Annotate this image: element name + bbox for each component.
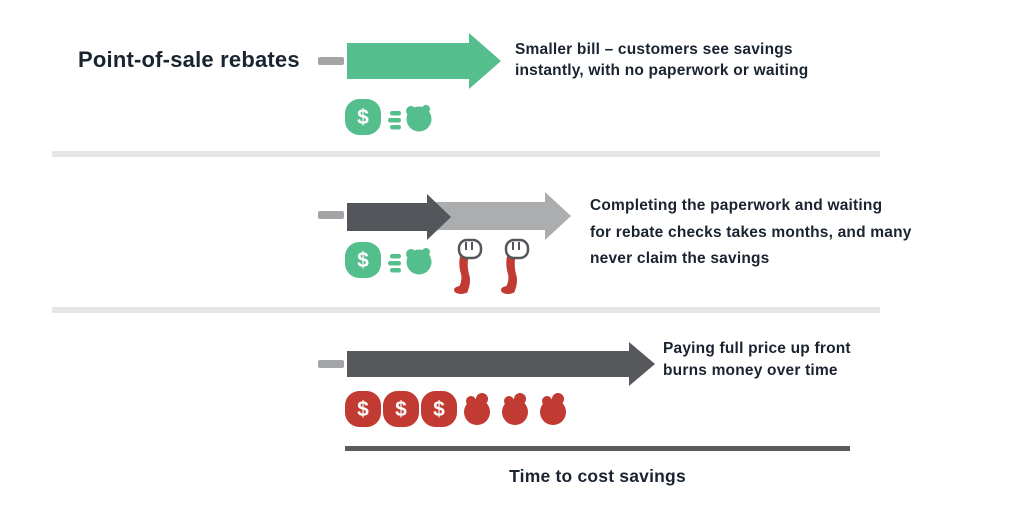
dollar-coin-icon: $ xyxy=(345,99,381,135)
burning-money-icon xyxy=(497,391,533,432)
row1-description-line2: instantly, with no paperwork or waiting xyxy=(515,62,809,79)
cost-cutting-icon xyxy=(447,236,485,299)
dollar-symbol: $ xyxy=(357,397,369,421)
dollar-coin-icon: $ xyxy=(345,242,381,278)
row2-connector-dash xyxy=(318,211,344,219)
row-separator-1 xyxy=(52,151,880,157)
row1-short-green-arrow xyxy=(347,33,501,89)
row1-description: Smaller bill – customers see savings ins… xyxy=(515,39,895,81)
arrow-head xyxy=(629,342,655,386)
row3-description-line1: Paying full price up front xyxy=(663,340,851,357)
row1-description-line1: Smaller bill – customers see savings xyxy=(515,41,793,58)
burning-money-icon xyxy=(459,391,495,432)
dollar-symbol: $ xyxy=(433,397,445,421)
arrow-head xyxy=(427,194,451,240)
cost-cutting-icon xyxy=(494,236,532,299)
row3-description-line2: burns money over time xyxy=(663,362,838,379)
row2-description-line1: Completing the paperwork and waiting xyxy=(590,197,883,214)
burning-money-icon xyxy=(535,391,571,432)
dollar-symbol: $ xyxy=(357,105,369,129)
row1-label: Point-of-sale rebates xyxy=(78,47,300,72)
row2-description: Completing the paperwork and waiting for… xyxy=(590,193,930,273)
arrow-body xyxy=(347,351,629,377)
row2-description-line3: never claim the savings xyxy=(590,250,770,267)
arrow-head xyxy=(545,192,571,240)
row3-description: Paying full price up front burns money o… xyxy=(663,338,903,382)
row1-connector-dash xyxy=(318,57,344,65)
dollar-symbol: $ xyxy=(357,248,369,272)
arrow-body xyxy=(347,203,427,231)
dollar-symbol: $ xyxy=(395,397,407,421)
row-separator-2 xyxy=(52,307,880,313)
time-axis-label: Time to cost savings xyxy=(509,466,686,486)
row3-long-gray-arrow xyxy=(347,342,655,386)
time-axis-line xyxy=(345,446,850,451)
red-dollar-coin-icon: $ xyxy=(345,391,381,427)
row3-connector-dash xyxy=(318,360,344,368)
red-dollar-coin-icon: $ xyxy=(383,391,419,427)
hand-receiving-cash-icon xyxy=(388,100,434,143)
arrow-body xyxy=(347,43,469,79)
row2-dark-gray-arrow xyxy=(347,194,451,240)
arrow-head xyxy=(469,33,501,89)
row2-description-line2: for rebate checks takes months, and many xyxy=(590,223,912,241)
hand-receiving-cash-icon xyxy=(388,243,434,286)
red-dollar-coin-icon: $ xyxy=(421,391,457,427)
